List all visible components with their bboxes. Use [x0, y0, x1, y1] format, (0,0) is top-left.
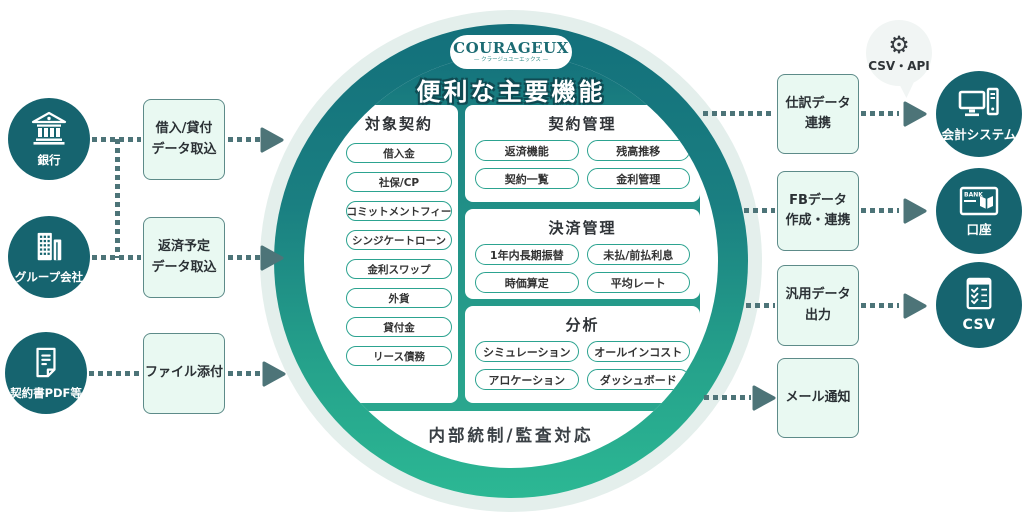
gear-icon: ⚙ — [888, 30, 910, 59]
source-label: 銀行 — [37, 153, 61, 168]
dotted-connector — [228, 137, 260, 142]
panel-title: 決済管理 — [548, 219, 617, 237]
feature-pill: 社保/CP — [346, 172, 452, 192]
feature-pill: 残高推移 — [586, 140, 690, 161]
dotted-connector — [704, 395, 751, 400]
dotted-connector — [744, 208, 775, 213]
feature-pill: 貸付金 — [346, 317, 452, 337]
pill-grid: 1年内長期振替 未払/前払利息 時価算定 平均レート — [465, 238, 700, 293]
arrow-right-icon — [903, 101, 927, 127]
target-circle-bank-account: BANK 口座 — [936, 168, 1022, 254]
buildings-icon — [32, 230, 66, 268]
feature-pill: シミュレーション — [475, 341, 579, 362]
feature-pill: 未払/前払利息 — [586, 244, 690, 265]
flow-box-file-attach: ファイル添付 — [143, 333, 225, 414]
source-circle-bank: 銀行 — [8, 98, 90, 180]
bubble-label: CSV・API — [868, 58, 930, 73]
arrow-right-icon — [260, 245, 284, 271]
panel-settlement-management: 決済管理 1年内長期振替 未払/前払利息 時価算定 平均レート — [465, 209, 700, 299]
arrow-right-icon — [903, 198, 927, 224]
target-label: 会計システム — [941, 126, 1017, 142]
pill-grid: 返済機能 残高推移 契約一覧 金利管理 — [465, 134, 700, 189]
dotted-connector — [228, 255, 260, 260]
logo-subtitle: — クラージュユーエックス — — [473, 56, 549, 63]
dotted-connector — [861, 208, 899, 213]
feature-pill: シンジケートローン — [346, 230, 452, 250]
feature-pill: リース債務 — [346, 346, 452, 366]
flow-box-mail-notification: メール通知 — [777, 358, 859, 438]
panel-title: 対象契約 — [364, 115, 433, 133]
flow-box-loan-data-import: 借入/貸付 データ取込 — [143, 99, 225, 180]
logo-text: COURAGEUX — [453, 38, 569, 57]
flow-box-label: 汎用データ 出力 — [785, 287, 851, 323]
internal-control-label: 内部統制/監査対応 — [428, 426, 594, 445]
arrow-right-icon — [903, 293, 927, 319]
feature-pill: 借入金 — [346, 143, 452, 163]
feature-pill: 返済機能 — [475, 140, 579, 161]
source-circle-group-company: グループ会社 — [8, 216, 90, 298]
bank-icon — [30, 111, 68, 151]
source-circle-contract-pdf: 契約書PDF等 — [5, 332, 87, 414]
flow-box-label: FBデータ 作成・連携 — [785, 192, 851, 228]
feature-pill: 1年内長期振替 — [475, 244, 579, 265]
inner-feature-area: 対象契約 借入金 社保/CP コミットメントフィー シンジケートローン 金利スワ… — [304, 54, 718, 468]
feature-pill: アロケーション — [475, 369, 579, 390]
flow-box-journal-data-link: 仕訳データ 連携 — [777, 74, 859, 154]
pill-grid: シミュレーション オールインコスト アロケーション ダッシュボード — [465, 335, 700, 390]
flow-box-label: 仕訳データ 連携 — [785, 95, 851, 131]
dotted-connector — [703, 111, 775, 116]
arrow-right-icon — [262, 361, 286, 387]
source-label: グループ会社 — [14, 270, 84, 285]
flow-box-repayment-data-import: 返済予定 データ取込 — [143, 217, 225, 298]
feature-pill: 金利スワップ — [346, 259, 452, 279]
arrow-right-icon — [260, 127, 284, 153]
document-icon — [30, 346, 62, 384]
panel-analysis: 分析 シミュレーション オールインコスト アロケーション ダッシュボード — [465, 306, 700, 403]
passbook-icon: BANK — [959, 186, 999, 220]
csv-api-bubble: ⚙ CSV・API — [866, 20, 932, 86]
target-circle-csv: CSV — [936, 262, 1022, 348]
main-title: 便利な主要機能 — [416, 78, 606, 106]
target-label: CSV — [962, 316, 996, 333]
feature-pill: 外貨 — [346, 288, 452, 308]
flow-box-label: 借入/貸付 データ取込 — [151, 121, 217, 157]
dotted-connector — [89, 371, 141, 376]
panel-target-contracts: 対象契約 借入金 社保/CP コミットメントフィー シンジケートローン 金利スワ… — [340, 105, 458, 403]
pill-stack: 借入金 社保/CP コミットメントフィー シンジケートローン 金利スワップ 外貨… — [340, 134, 458, 366]
feature-pill: 契約一覧 — [475, 168, 579, 189]
feature-pill: オールインコスト — [586, 341, 690, 362]
feature-pill: コミットメントフィー — [346, 201, 452, 221]
panel-title: 契約管理 — [548, 115, 617, 133]
dotted-connector — [115, 139, 120, 258]
feature-pill: 金利管理 — [586, 168, 690, 189]
flow-box-label: ファイル添付 — [144, 365, 223, 381]
dotted-connector — [861, 303, 899, 308]
panel-contract-management: 契約管理 返済機能 残高推移 契約一覧 金利管理 — [465, 105, 700, 202]
target-circle-accounting-system: 会計システム — [936, 71, 1022, 157]
feature-pill: 時価算定 — [475, 272, 579, 293]
checklist-document-icon — [963, 277, 995, 315]
feature-pill: ダッシュボード — [586, 369, 690, 390]
flow-box-fb-data-link: FBデータ 作成・連携 — [777, 171, 859, 251]
dotted-connector — [861, 111, 899, 116]
flow-box-generic-data-export: 汎用データ 出力 — [777, 265, 859, 346]
svg-text:BANK: BANK — [964, 191, 983, 198]
dotted-connector — [228, 371, 262, 376]
target-label: 口座 — [966, 221, 992, 237]
panel-title: 分析 — [565, 316, 600, 334]
dotted-connector — [746, 303, 775, 308]
flow-box-label: メール通知 — [785, 389, 851, 405]
source-label: 契約書PDF等 — [10, 386, 82, 401]
arrow-right-icon — [752, 385, 776, 411]
feature-pill: 平均レート — [586, 272, 690, 293]
flow-box-label: 返済予定 データ取込 — [151, 239, 217, 275]
feature-grid: 対象契約 借入金 社保/CP コミットメントフィー シンジケートローン 金利スワ… — [340, 105, 700, 411]
courageux-logo: COURAGEUX — クラージュユーエックス — — [450, 35, 572, 69]
computer-icon — [958, 87, 1000, 125]
